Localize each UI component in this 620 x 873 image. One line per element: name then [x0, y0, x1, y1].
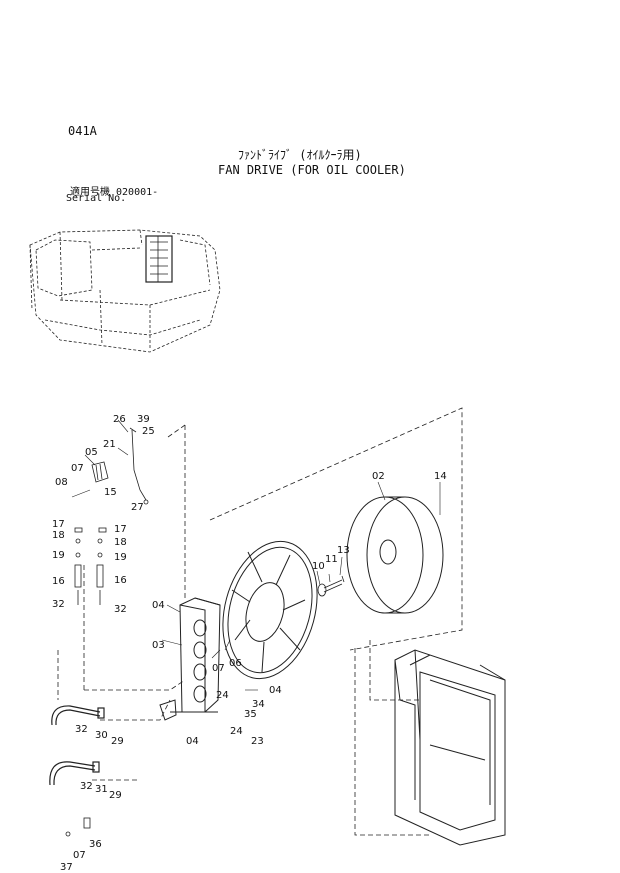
callout-19a: 19	[52, 550, 65, 561]
callout-07c: 07	[73, 850, 86, 861]
callout-32a: 32	[52, 599, 65, 610]
callout-24a: 24	[216, 690, 229, 701]
hose-assembly-lower	[49, 761, 100, 786]
callout-39: 39	[137, 414, 150, 425]
oil-cooler-core	[394, 649, 506, 846]
callout-34: 34	[252, 699, 265, 710]
callout-17a: 17	[52, 519, 65, 530]
callout-08: 08	[55, 477, 68, 488]
callout-24b: 24	[230, 726, 243, 737]
page-code: 041A	[68, 124, 97, 138]
callout-15: 15	[104, 487, 117, 498]
serial-label-english: Serial No.	[66, 193, 127, 204]
callout-36: 36	[89, 839, 102, 850]
callout-26: 26	[113, 414, 126, 425]
callout-04a: 04	[152, 600, 165, 611]
callout-labels: 26 39 25 21 05 07 08 15 27 17 17 18 18 1…	[52, 414, 447, 873]
callout-07b: 07	[212, 663, 225, 674]
hose-clamp-parts	[74, 427, 149, 558]
callout-13: 13	[337, 545, 350, 556]
fan-motor-bracket	[159, 597, 221, 721]
fan-guard	[222, 540, 318, 680]
callout-07a: 07	[71, 463, 84, 474]
callout-06: 06	[229, 658, 242, 669]
callout-16a: 16	[52, 576, 65, 587]
callout-35: 35	[244, 709, 257, 720]
fan-hub-bolt	[317, 575, 345, 597]
callout-21: 21	[103, 439, 116, 450]
machine-overview-sketch	[29, 229, 221, 353]
hydraulic-fittings	[74, 564, 104, 605]
callout-29a: 29	[111, 736, 124, 747]
hose-assembly-upper	[51, 705, 105, 726]
fan-shroud	[346, 496, 444, 614]
title-english: FAN DRIVE (FOR OIL COOLER)	[218, 163, 406, 177]
callout-31: 31	[95, 784, 108, 795]
callout-32d: 32	[80, 781, 93, 792]
callout-25: 25	[142, 426, 155, 437]
callout-05: 05	[85, 447, 98, 458]
callout-17b: 17	[114, 524, 127, 535]
callout-27: 27	[131, 502, 144, 513]
callout-11: 11	[325, 554, 338, 565]
callout-04b: 04	[269, 685, 282, 696]
callout-10: 10	[312, 561, 325, 572]
title-japanese: ﾌｧﾝﾄﾞﾗｲﾌﾞ (ｵｲﾙｸｰﾗ用)	[238, 148, 362, 162]
callout-16b: 16	[114, 575, 127, 586]
callout-32b: 32	[114, 604, 127, 615]
oil-cooler-location-marker	[145, 235, 173, 283]
callout-02: 02	[372, 471, 385, 482]
assembly-guide-lines	[57, 407, 463, 836]
reservoir-bracket	[91, 461, 109, 483]
callout-18a: 18	[52, 530, 65, 541]
callout-30: 30	[95, 730, 108, 741]
callout-19b: 19	[114, 552, 127, 563]
callout-37: 37	[60, 862, 73, 873]
callout-23: 23	[251, 736, 264, 747]
callout-04c: 04	[186, 736, 199, 747]
leader-lines	[71, 419, 441, 691]
serial-label-japanese: 適用号機 020001-	[70, 187, 159, 198]
callout-18b: 18	[114, 537, 127, 548]
callout-14: 14	[434, 471, 447, 482]
callout-29b: 29	[109, 790, 122, 801]
callout-03: 03	[152, 640, 165, 651]
callout-32c: 32	[75, 724, 88, 735]
fittings-bottom	[65, 817, 91, 837]
